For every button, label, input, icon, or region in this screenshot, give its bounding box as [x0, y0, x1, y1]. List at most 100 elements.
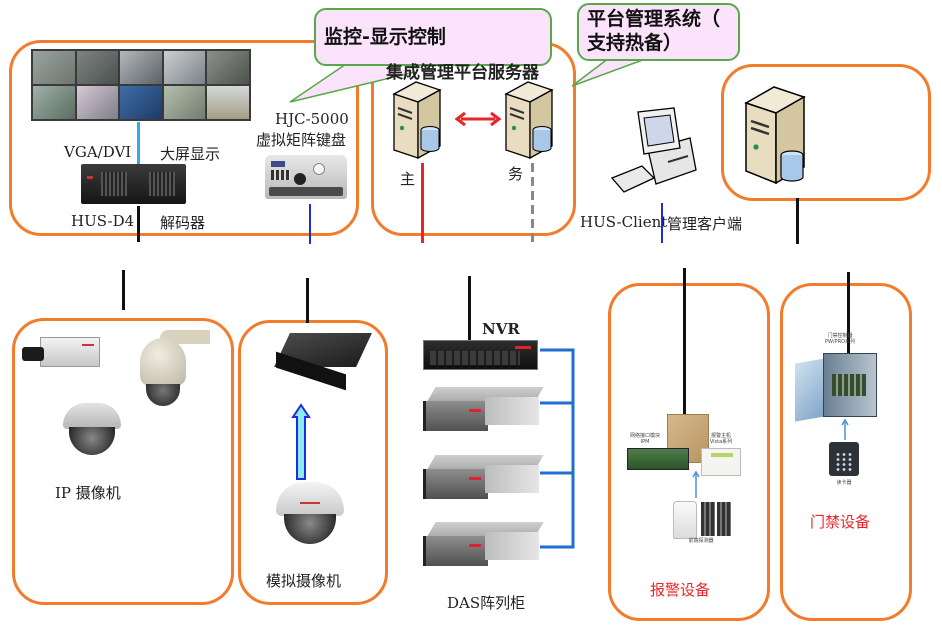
analog-camera-label: 模拟摄像机 — [266, 572, 342, 590]
das-label: DAS阵列柜 — [447, 594, 526, 612]
decoder-label: 解码器 — [160, 214, 206, 232]
primary-server-icon — [392, 81, 442, 160]
callout-platform-line1: 平台管理系统（ — [587, 8, 721, 30]
nvr-device-icon — [423, 340, 538, 370]
card-reader-caption: 读卡器 — [836, 480, 852, 486]
card-reader-icon — [829, 442, 859, 476]
ip-camera-group — [12, 318, 234, 605]
das-brand — [469, 544, 481, 547]
das-array-1 — [423, 387, 544, 433]
mini-dome-bubble — [69, 427, 115, 455]
video-tile — [163, 51, 206, 84]
callout-platform-line2: 支持热备） — [587, 32, 683, 54]
access-lan-link — [847, 272, 850, 354]
dome-housing — [140, 338, 186, 386]
analog-encoder-lan-link — [306, 278, 309, 323]
analog-dome-brand — [300, 502, 320, 504]
callout-display-control-text: 监控-显示控制 — [324, 26, 446, 48]
access-controller-icon — [795, 353, 877, 422]
das-side — [485, 397, 539, 425]
decoder-lan-link — [137, 206, 140, 242]
alarm-group — [608, 283, 770, 621]
nvr-bays — [430, 351, 520, 365]
controller-cabinet — [823, 353, 877, 417]
keyboard-keys — [271, 170, 291, 180]
workstation-icon — [610, 107, 697, 193]
nvr-das-link — [540, 348, 575, 549]
access-control-group — [780, 283, 912, 621]
reader-arrow-icon — [841, 418, 849, 440]
video-tile — [76, 51, 119, 84]
speed-dome-camera-icon — [140, 328, 215, 413]
video-tile — [76, 86, 119, 119]
controller-board — [832, 374, 866, 396]
video-wall — [31, 49, 251, 121]
nvr-lan-link — [468, 276, 471, 346]
alarm-keypad-display — [711, 453, 733, 457]
keyboard-label: 虚拟矩阵键盘 — [256, 131, 347, 149]
ipm-caption: 网络接口模块 IPM — [629, 433, 660, 445]
das-side — [485, 532, 539, 560]
alarm-label: 报警设备 — [650, 581, 711, 599]
access-controller-caption: 门禁控制器 PW/PRO系列 — [824, 333, 856, 345]
client-label: 管理客户端 — [667, 215, 743, 233]
das-array-3 — [423, 522, 544, 568]
keyboard-model-label: HJC-5000 — [275, 110, 349, 128]
vga-dvi-label: VGA/DVI — [64, 143, 132, 161]
client-link — [661, 203, 663, 243]
das-front — [423, 469, 488, 499]
keyboard-screen — [271, 161, 285, 167]
decoder-vent — [101, 172, 127, 196]
video-tile — [120, 86, 162, 119]
box-camera-body — [40, 337, 100, 367]
keyboard-link — [309, 204, 311, 244]
das-array-2 — [423, 455, 544, 501]
decoder-brand-mark — [87, 176, 93, 179]
nvr-label: NVR — [482, 320, 520, 338]
decoder-vent — [149, 172, 175, 196]
card-reader-keypad — [835, 452, 853, 472]
box-camera-brand — [82, 344, 94, 346]
decoder-device-icon — [81, 164, 186, 204]
backup-server-group — [721, 64, 931, 201]
callout-platform-management: 平台管理系统（ 支持热备） — [577, 3, 740, 61]
das-front — [423, 401, 488, 431]
controller-door — [795, 358, 825, 422]
beam-detector-icon — [717, 502, 731, 536]
analog-dome-shell — [276, 482, 344, 516]
nvr-brand — [515, 346, 531, 349]
das-brand — [469, 409, 481, 412]
analog-dome-bubble — [284, 514, 336, 544]
primary-server-label: 主 — [400, 170, 416, 188]
decoder-to-lan-link — [122, 270, 125, 310]
access-control-label: 门禁设备 — [810, 513, 871, 531]
analog-camera-group — [238, 320, 388, 605]
box-camera-icon — [22, 335, 102, 375]
alarm-lan-link — [683, 268, 686, 438]
client-model-label: HUS-Client — [580, 213, 668, 231]
detector-caption: 前端探测器 — [688, 538, 714, 544]
ip-camera-label: IP 摄像机 — [55, 484, 121, 502]
display-control-group — [9, 40, 359, 236]
hot-standby-arrow-icon — [454, 111, 502, 127]
alarm-host-caption: 报警主机 Vista系列 — [709, 433, 733, 445]
dome-bubble — [146, 384, 180, 406]
decoder-model-label: HUS-D4 — [71, 212, 135, 230]
upload-arrow-icon — [291, 403, 311, 480]
matrix-keyboard-icon — [265, 155, 347, 199]
video-wall-label: 大屏显示 — [160, 145, 221, 163]
box-camera-lens — [22, 347, 44, 361]
video-tile — [33, 51, 75, 84]
mini-dome-shell — [63, 403, 121, 429]
video-tile — [120, 51, 162, 84]
das-front — [423, 536, 488, 566]
video-tile — [207, 86, 249, 119]
keyboard-base — [269, 187, 343, 196]
backup-server-link — [531, 163, 534, 243]
ipm-board-icon — [627, 448, 689, 470]
video-tile — [33, 86, 75, 119]
alarm-keypad-icon — [701, 448, 741, 476]
das-brand — [469, 477, 481, 480]
beam-detector-icon — [701, 502, 715, 536]
mini-dome-camera-icon — [63, 403, 121, 458]
